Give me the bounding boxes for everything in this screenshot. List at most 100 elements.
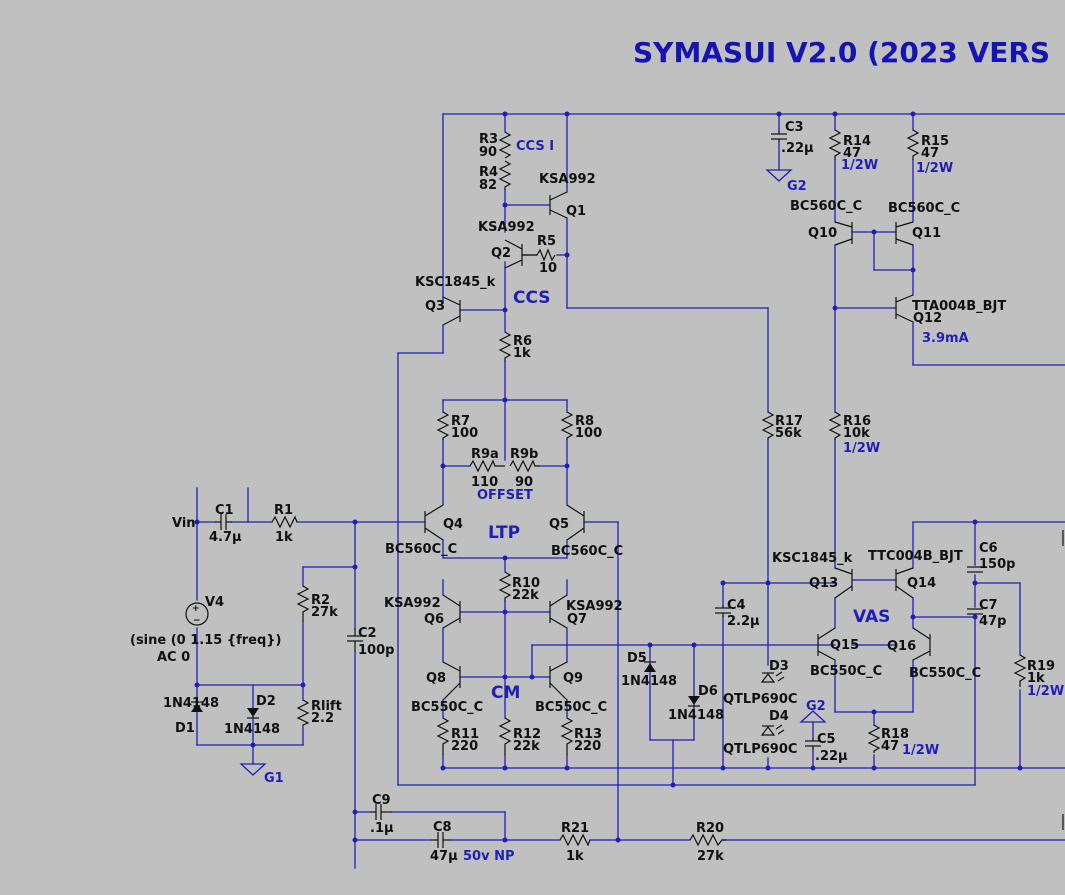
label-ccs-i: CCS I <box>516 139 554 154</box>
label-transistors-q8-model: BC550C_C <box>411 700 483 715</box>
label-resistors-r11-value: 220 <box>451 739 478 754</box>
label-resistors-r15-value: 47 <box>921 146 939 161</box>
label-resistors-r21-value: 1k <box>566 849 584 864</box>
transistor-q14 <box>895 567 914 599</box>
label-resistors-r8-value: 100 <box>575 426 602 441</box>
capacitor-c5 <box>805 738 821 750</box>
label-transistors-q11-model: BC560C_C <box>888 201 960 216</box>
label-capacitors-c2-name: C2 <box>358 626 377 641</box>
label-diodes-d1-model: 1N4148 <box>163 696 219 711</box>
resistor-r8 <box>560 411 574 440</box>
label-resistors-r4-name: R4 <box>479 165 498 180</box>
label-resistors-r7-value: 100 <box>451 426 478 441</box>
resistor-r16 <box>828 411 842 440</box>
label-transistors-q2-name: Q2 <box>491 246 511 261</box>
label-q12-current: 3.9mA <box>922 331 969 346</box>
label-capacitors-c7-name: C7 <box>979 598 998 613</box>
voltage-source-v4: + − <box>185 602 209 626</box>
label-offset: OFFSET <box>477 488 533 503</box>
label-transistors-q13-model: KSC1845_k <box>772 551 853 566</box>
label-resistors-r6-name: R6 <box>513 334 532 349</box>
label-resistors-r3-name: R3 <box>479 132 498 147</box>
input-labels: Vin V4 (sine (0 1.15 {freq}) AC 0 <box>130 516 282 665</box>
label-transistors-q7-model: KSA992 <box>566 599 623 614</box>
resistor-r7 <box>436 411 450 440</box>
label-capacitors-c3-name: C3 <box>785 120 804 135</box>
label-resistors-r17-name: R17 <box>775 414 803 429</box>
label-resistors-r16-power: 1/2W <box>843 441 880 456</box>
label-resistors-r13-name: R13 <box>574 727 602 742</box>
label-capacitors-c8-note: 50v NP <box>463 849 515 864</box>
resistor-r17 <box>761 411 775 440</box>
label-transistors-q10-name: Q10 <box>808 226 837 241</box>
resistor-r18 <box>867 724 881 753</box>
label-resistors-r12-value: 22k <box>513 739 540 754</box>
transistor-q12 <box>895 294 914 323</box>
resistor-r10 <box>498 571 512 602</box>
label-capacitors-c3-value: .22µ <box>781 141 814 156</box>
label-v4: V4 <box>205 595 224 610</box>
capacitor-c3 <box>771 130 787 142</box>
label-vin: Vin <box>172 516 196 531</box>
label-resistors-r8-name: R8 <box>575 414 594 429</box>
diode-symbols <box>191 661 785 736</box>
label-resistors-r11-name: R11 <box>451 727 479 742</box>
label-resistors-r17-value: 56k <box>775 426 802 441</box>
label-transistors-q5-name: Q5 <box>549 517 569 532</box>
label-resistors-r2-name: R2 <box>311 593 330 608</box>
label-resistors-rlift-value: 2.2 <box>311 711 334 726</box>
transistor-q13 <box>834 567 853 599</box>
resistor-r9b <box>509 459 540 473</box>
capacitor-c1 <box>215 514 232 530</box>
resistor-r2 <box>296 585 310 622</box>
label-resistors-r1-value: 1k <box>275 530 293 545</box>
label-ccs: CCS <box>513 288 551 308</box>
label-resistors-r9a-name: R9a <box>471 447 499 462</box>
label-capacitors-c7-value: 47p <box>979 614 1006 629</box>
wiring <box>196 113 1065 869</box>
label-resistors-r12-name: R12 <box>513 727 541 742</box>
label-resistors-r10-value: 22k <box>512 588 539 603</box>
label-resistors-r18-power: 1/2W <box>902 743 939 758</box>
label-grounds-g2b: G2 <box>806 699 826 714</box>
capacitor-c9 <box>370 804 392 820</box>
transistor-q1 <box>549 191 568 219</box>
label-transistors-q16-name: Q16 <box>887 639 916 654</box>
label-capacitors-c4-value: 2.2µ <box>727 614 760 629</box>
diode-d1 <box>191 701 203 712</box>
label-transistors-q4-name: Q4 <box>443 517 463 532</box>
resistor-r5 <box>536 248 556 262</box>
label-transistors-q15-name: Q15 <box>830 638 859 653</box>
capacitor-symbols <box>215 130 983 848</box>
transistor-q15 <box>817 627 836 661</box>
transistor-q8 <box>442 661 461 701</box>
resistor-r21 <box>559 833 591 847</box>
transistor-q4 <box>424 504 444 541</box>
label-diodes-d6-name: D6 <box>698 684 718 699</box>
label-transistors-q3-model: KSC1845_k <box>415 275 496 290</box>
label-resistors-r5-name: R5 <box>537 234 556 249</box>
resistor-r3 <box>498 131 512 159</box>
resistor-r9a <box>469 459 505 473</box>
ground-g2-top-icon <box>765 169 793 182</box>
svg-text:−: − <box>193 616 201 626</box>
label-transistors-q12-model: TTA004B_BJT <box>912 299 1006 314</box>
resistor-r15 <box>906 129 920 160</box>
capacitor-c7 <box>967 608 983 615</box>
block-labels: CCS I CCS LTP OFFSET CM VAS 3.9mA <box>477 139 969 703</box>
resistor-rlift <box>296 699 310 726</box>
label-resistors-r3-value: 90 <box>479 145 497 160</box>
resistor-r6 <box>498 331 512 362</box>
label-transistors-q15-model: BC550C_C <box>810 664 882 679</box>
label-transistors-q13-name: Q13 <box>809 576 838 591</box>
label-transistors-q12-name: Q12 <box>913 311 942 326</box>
resistor-r13 <box>560 717 574 755</box>
label-capacitors-c4-name: C4 <box>727 598 746 613</box>
capacitor-c2 <box>347 628 363 652</box>
label-diodes-d1-name: D1 <box>175 721 195 736</box>
label-capacitors-c5-value: .22µ <box>815 749 848 764</box>
label-transistors-q2-model: KSA992 <box>478 220 535 235</box>
label-resistors-r10-name: R10 <box>512 576 540 591</box>
label-transistors-q1-name: Q1 <box>566 204 586 219</box>
